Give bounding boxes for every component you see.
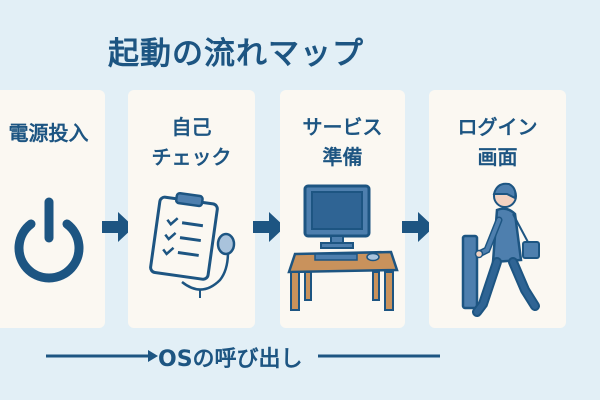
step-label-line1: サービス xyxy=(302,115,383,139)
step-label-line2: 準備 xyxy=(322,145,363,169)
page-title: 起動の流れマップ xyxy=(108,36,364,72)
step-label-line1: 電源投入 xyxy=(8,121,89,145)
step-label: サービス 準備 xyxy=(280,112,405,172)
clipboard-stethoscope-icon xyxy=(128,190,255,300)
step-card-power-on: 電源投入 xyxy=(0,90,105,328)
step-card-self-check: 自己 チェック xyxy=(128,90,255,328)
step-card-login-screen: ログイン 画面 xyxy=(429,90,566,328)
step-label-line1: ログイン xyxy=(457,115,538,139)
computer-desk-icon xyxy=(280,184,405,316)
arrow-right-icon xyxy=(253,212,285,242)
step-label-line2: 画面 xyxy=(477,145,518,169)
os-call-flow-line xyxy=(46,350,440,362)
power-icon xyxy=(0,194,105,284)
step-label: ログイン 画面 xyxy=(429,112,566,172)
step-label-line1: 自己 xyxy=(171,115,212,139)
step-card-service-prep: サービス 準備 xyxy=(280,90,405,328)
step-label: 自己 チェック xyxy=(128,112,255,172)
os-call-label: OSの呼び出し xyxy=(158,347,303,372)
step-label-line2: チェック xyxy=(151,145,232,169)
arrow-right-icon xyxy=(402,212,434,242)
person-walking-door-icon xyxy=(429,180,566,322)
arrow-right-icon xyxy=(102,212,134,242)
step-label: 電源投入 xyxy=(0,118,105,148)
